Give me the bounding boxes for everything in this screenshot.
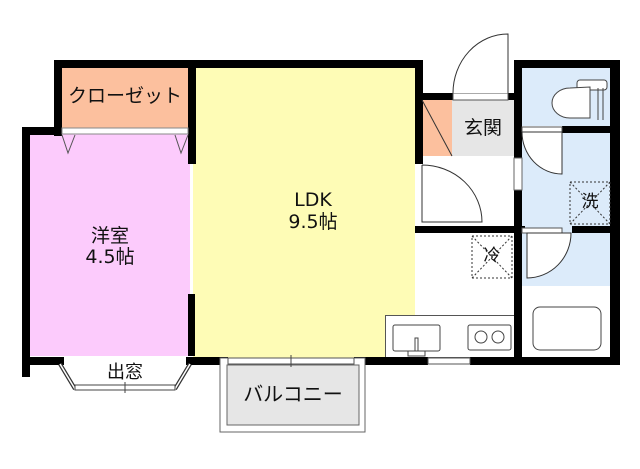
- wall-wet-right: [610, 60, 620, 365]
- wall-wet-left-lower: [514, 190, 522, 365]
- closet-label: クローゼット: [67, 85, 182, 107]
- wall-wash-bottom: [572, 226, 612, 233]
- ldk-room: [193, 68, 415, 358]
- ldk-size: 9.5帖: [288, 211, 338, 233]
- wall-partition-lower: [188, 294, 195, 356]
- wall-ldk-right-top: [415, 60, 423, 164]
- wall-western-left: [22, 127, 30, 377]
- wall-toilet-bottom: [562, 126, 612, 133]
- wall-closet-right: [188, 60, 196, 164]
- wall-corridor-bottom: [415, 226, 525, 233]
- wall-closet-top: [54, 60, 196, 68]
- closet-room: [62, 68, 188, 128]
- balcony-label: バルコニー: [243, 382, 343, 406]
- washer-label: 洗: [581, 192, 599, 212]
- wall-ldk-bottom-far: [470, 357, 620, 365]
- wall-ldk-top: [188, 60, 422, 68]
- wall-ldk-bottom-left: [186, 357, 228, 365]
- fridge-label: 冷: [483, 246, 501, 266]
- western-room-size: 4.5帖: [85, 246, 135, 268]
- entrance-label: 玄関: [463, 117, 502, 139]
- wall-wet-top: [514, 60, 620, 68]
- wall-entrance-top: [415, 93, 453, 100]
- bay-window-label: 出窓: [107, 362, 143, 383]
- western-room-label: 洋室: [90, 225, 129, 247]
- entrance-hall: [452, 100, 514, 156]
- western-room: [30, 134, 190, 356]
- ldk-label: LDK: [294, 189, 332, 211]
- wall-ldk-bottom-right: [354, 357, 428, 365]
- wall-western-top: [22, 127, 62, 135]
- wall-closet-left: [54, 60, 62, 136]
- wall-western-bottom: [22, 357, 64, 365]
- wall-wet-left: [514, 60, 522, 158]
